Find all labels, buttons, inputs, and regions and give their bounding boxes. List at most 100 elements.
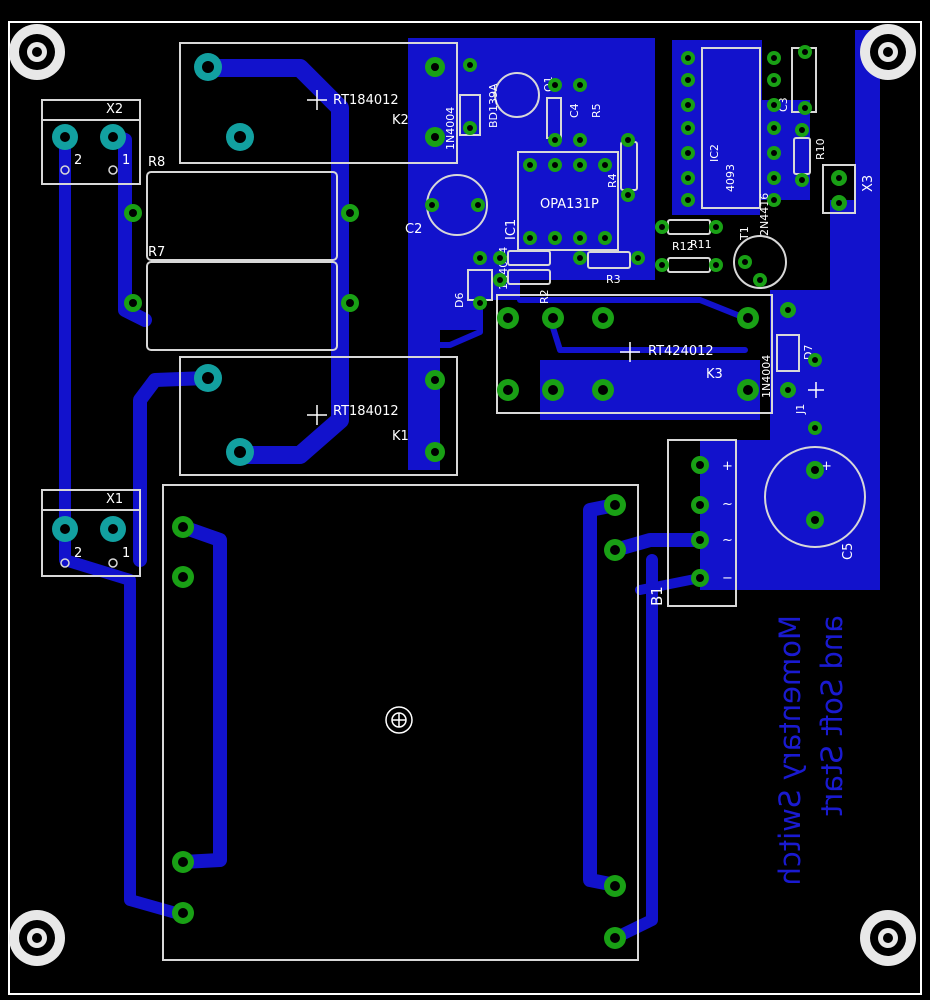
bridge-b1-plus: +: [722, 459, 733, 474]
bridge-b1-minus: −: [722, 571, 733, 586]
terminal-x1-name: X1: [106, 492, 123, 507]
pad-large: [100, 516, 126, 542]
pad: [767, 121, 781, 135]
jumper-j1-mark: [808, 382, 824, 398]
terminal-x2-outline: [41, 99, 141, 185]
transistor-t1-value: 2N4416: [758, 193, 771, 236]
resistor-r11-name: R11: [690, 238, 712, 251]
pad: [592, 379, 614, 401]
pad: [172, 566, 194, 588]
pad: [548, 231, 562, 245]
pad: [573, 251, 587, 265]
pad: [493, 251, 507, 265]
pad: [425, 198, 439, 212]
relay-k2-origin-mark: [307, 90, 327, 110]
pad-large: [226, 123, 254, 151]
pad-large: [226, 438, 254, 466]
pad: [798, 101, 812, 115]
pad: [753, 273, 767, 287]
pad: [767, 193, 781, 207]
terminal-x2-name: X2: [106, 102, 123, 117]
mount-hole-icon: [860, 24, 916, 80]
pad-large: [194, 364, 222, 392]
transistor-q1-outline: [494, 72, 540, 118]
bridge-b1-ac2: ~: [722, 533, 733, 548]
pad: [709, 258, 723, 272]
pad: [681, 171, 695, 185]
mount-hole-icon: [860, 910, 916, 966]
terminal-x2-pin2: 2: [74, 153, 82, 168]
pad: [497, 307, 519, 329]
resistor-r3-name: R3: [606, 273, 621, 286]
pad: [831, 195, 847, 211]
pad: [463, 121, 477, 135]
pad: [780, 382, 796, 398]
pad: [604, 927, 626, 949]
pad: [604, 539, 626, 561]
pad: [621, 133, 635, 147]
diode-d6-name: D6: [453, 293, 466, 308]
ic2-value: 4093: [724, 164, 737, 192]
pad: [681, 146, 695, 160]
resistor-r7-name: R7: [148, 245, 165, 260]
pad-large: [194, 53, 222, 81]
terminal-x3-name: X3: [861, 175, 876, 192]
pad: [341, 204, 359, 222]
relay-k1-outline: [179, 356, 458, 476]
pad: [798, 45, 812, 59]
pad: [172, 902, 194, 924]
diode-d7-value: 1N4004: [760, 355, 773, 398]
pad: [573, 133, 587, 147]
pad: [621, 188, 635, 202]
terminal-x1-outline: [41, 489, 141, 577]
resistor-r2-outline-a: [507, 250, 551, 266]
pad: [808, 353, 822, 367]
bottom-text-line2: and Soft Start: [815, 615, 849, 816]
ic1-name: IC1: [504, 219, 519, 240]
relay-k1-origin-mark: [307, 405, 327, 425]
relay-k2-outline: [179, 42, 458, 164]
mount-center-icon: [385, 706, 413, 734]
pad: [691, 456, 709, 474]
pad: [124, 204, 142, 222]
pad: [425, 127, 445, 147]
pad-large: [100, 124, 126, 150]
bottom-text-line1: Momentary Switch: [773, 615, 807, 886]
pad: [738, 255, 752, 269]
pad: [709, 220, 723, 234]
resistor-r4-name: R4: [606, 173, 619, 188]
pad: [795, 123, 809, 137]
pad: [341, 294, 359, 312]
jumper-j1-name: J1: [794, 404, 807, 415]
bridge-b1-name: B1: [648, 586, 666, 606]
mount-hole-icon: [9, 910, 65, 966]
resistor-r3-outline: [587, 251, 631, 269]
resistor-r5-name: R5: [590, 103, 603, 118]
pad-large: [52, 516, 78, 542]
relay-k3-origin-mark: [620, 342, 640, 362]
pad: [767, 73, 781, 87]
ic2-name: IC2: [708, 144, 721, 162]
capacitor-c5-outline: [764, 446, 866, 548]
relay-k2-name: K2: [392, 113, 409, 128]
bridge-b1-ac1: ~: [722, 497, 733, 512]
pad: [681, 98, 695, 112]
pad: [425, 442, 445, 462]
pad: [493, 273, 507, 287]
pad: [831, 170, 847, 186]
transistor-t1-outline: [733, 235, 787, 289]
pad: [691, 569, 709, 587]
resistor-r8-outline: [146, 171, 338, 261]
pad: [780, 302, 796, 318]
pad: [767, 98, 781, 112]
pad: [604, 494, 626, 516]
pad: [795, 173, 809, 187]
pad: [542, 307, 564, 329]
pad: [737, 307, 759, 329]
pad: [598, 231, 612, 245]
pad: [806, 461, 824, 479]
capacitor-c2-name: C2: [405, 222, 422, 237]
pad: [425, 57, 445, 77]
pad: [808, 421, 822, 435]
ic1-value: OPA131P: [540, 197, 599, 212]
